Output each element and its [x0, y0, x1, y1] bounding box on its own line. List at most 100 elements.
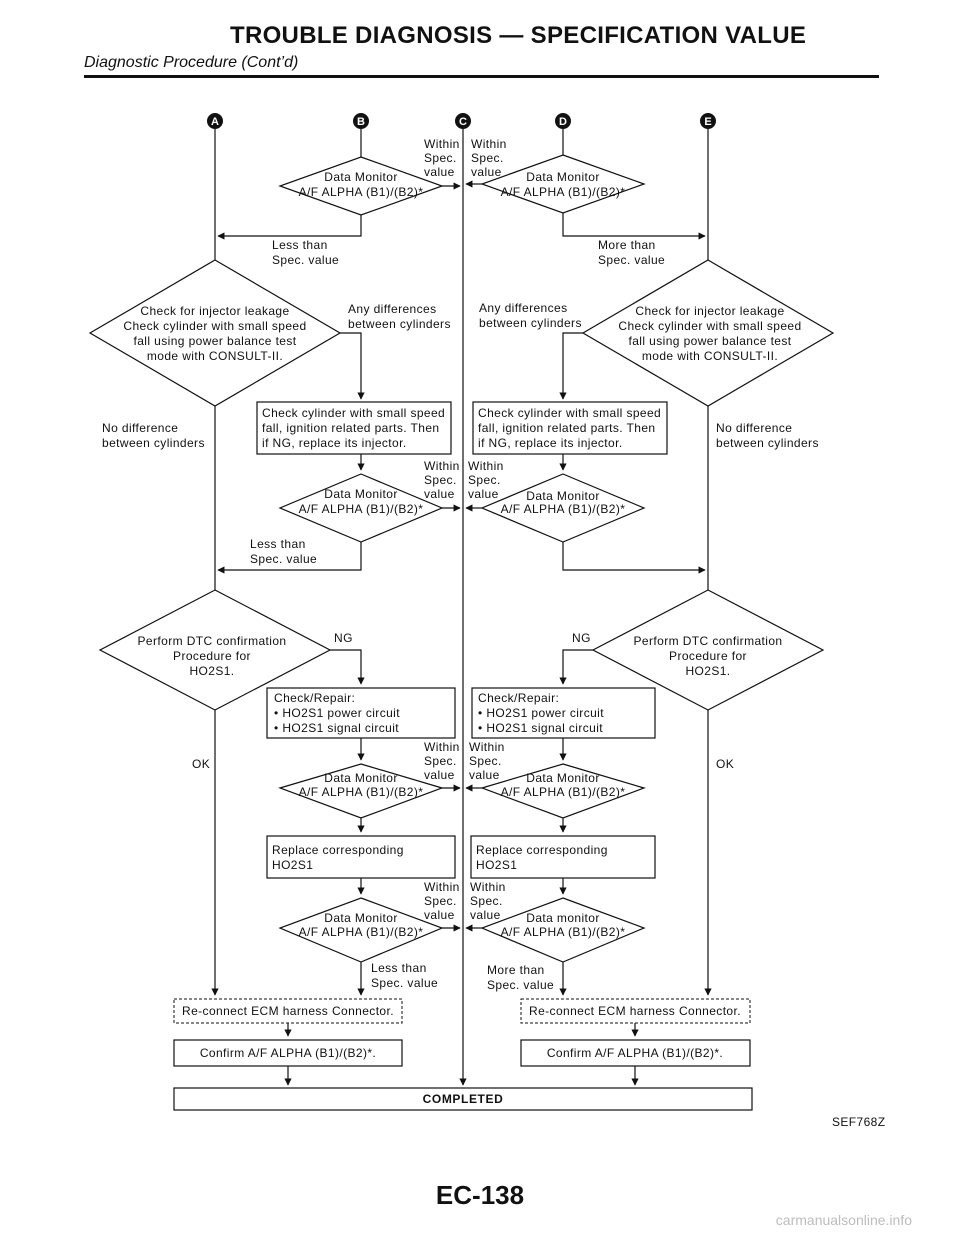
flow-label: A/F ALPHA (B1)/(B2)* — [299, 185, 424, 199]
flow-label: between cylinders — [479, 316, 582, 330]
flow-label: Data Monitor — [324, 771, 398, 785]
flow-label: No difference — [102, 421, 178, 435]
flow-label: C — [459, 116, 467, 128]
flow-label: if NG, replace its injector. — [478, 436, 623, 450]
flow-label: between cylinders — [716, 436, 819, 450]
flow-label: HO2S1. — [189, 664, 234, 678]
flow-label: fall using power balance test — [628, 334, 791, 348]
flow-label: Spec. — [424, 473, 457, 487]
flow-label: value — [469, 768, 500, 782]
confirm-af-alpha-box-left — [173, 1039, 403, 1067]
flow-label: fall using power balance test — [133, 334, 296, 348]
flow-label: E — [704, 116, 711, 128]
flow-label: Spec. — [470, 894, 503, 908]
connector-a: A — [207, 113, 223, 129]
flow-label: Data Monitor — [324, 487, 398, 501]
replace-ho2s1-box-right — [470, 835, 656, 879]
flow-label: Re-connect ECM harness Connector. — [529, 1004, 741, 1018]
flow-label: Spec. value — [371, 976, 438, 990]
flow-label: Data Monitor — [324, 170, 398, 184]
flow-label: Check cylinder with small speed — [123, 319, 306, 333]
flow-label: • HO2S1 signal circuit — [478, 721, 603, 735]
flow-label: Spec. value — [487, 978, 554, 992]
flow-label: between cylinders — [348, 317, 451, 331]
flow-arrow — [340, 332, 365, 400]
flow-arrow — [330, 649, 365, 685]
flow-label: Confirm A/F ALPHA (B1)/(B2)*. — [547, 1046, 723, 1060]
flow-label: Procedure for — [669, 649, 747, 663]
flow-label: D — [559, 116, 567, 128]
flow-label: Within — [469, 740, 505, 754]
flow-label: Check cylinder with small speed — [262, 406, 445, 420]
flow-label: fall, ignition related parts. Then — [262, 421, 439, 435]
flow-label: Less than — [272, 238, 328, 252]
flow-label: Any differences — [479, 301, 568, 315]
flow-label: Within — [424, 880, 460, 894]
flow-arrow — [217, 215, 362, 240]
connector-e: E — [700, 113, 716, 129]
flow-label: Any differences — [348, 302, 437, 316]
flow-label: No difference — [716, 421, 792, 435]
flow-label: A/F ALPHA (B1)/(B2)* — [501, 185, 626, 199]
flow-label: More than — [487, 963, 545, 977]
flow-label: Within — [424, 459, 460, 473]
flow-label: A/F ALPHA (B1)/(B2)* — [501, 502, 626, 516]
flow-label: Data Monitor — [526, 489, 600, 503]
flow-label: value — [424, 487, 455, 501]
reconnect-ecm-box-right — [520, 998, 751, 1024]
flow-label: Perform DTC confirmation — [138, 634, 287, 648]
flow-label: if NG, replace its injector. — [262, 436, 407, 450]
flow-label: Check/Repair: — [274, 691, 355, 705]
page-number: EC-138 — [435, 1180, 525, 1210]
header-rule — [84, 75, 879, 78]
connector-c: C — [455, 113, 471, 129]
flow-label: Spec. — [468, 473, 501, 487]
check-repair-box-left — [266, 687, 456, 739]
flow-label: Check cylinder with small speed — [618, 319, 801, 333]
flow-label: Replace corresponding — [476, 843, 608, 857]
flow-label: Spec. — [424, 151, 457, 165]
flow-label: Perform DTC confirmation — [634, 634, 783, 648]
data-monitor-decision-1r — [480, 154, 646, 214]
figure-id: SEF768Z — [832, 1115, 886, 1129]
flow-label: A/F ALPHA (B1)/(B2)* — [501, 785, 626, 799]
flow-label: • HO2S1 power circuit — [274, 706, 400, 720]
flow-label: Within — [424, 137, 460, 151]
flow-label: value — [424, 165, 455, 179]
flow-label: Replace corresponding — [272, 843, 404, 857]
flow-label: Spec. — [424, 754, 457, 768]
flow-label: Within — [424, 740, 460, 754]
page-subtitle: Diagnostic Procedure (Cont’d) — [84, 54, 299, 71]
flow-label: Procedure for — [173, 649, 251, 663]
flow-label: Within — [471, 137, 507, 151]
connector-b: B — [353, 113, 369, 129]
dtc-confirmation-decision-left — [98, 589, 332, 711]
flow-arrow — [217, 542, 362, 574]
flow-label: A/F ALPHA (B1)/(B2)* — [501, 925, 626, 939]
flow-label: Within — [470, 880, 506, 894]
flow-label: Spec. value — [250, 552, 317, 566]
flow-label: More than — [598, 238, 656, 252]
flow-label: Spec. value — [272, 253, 339, 267]
page-title: TROUBLE DIAGNOSIS — SPECIFICATION VALUE — [230, 22, 807, 49]
flow-label: Less than — [250, 537, 306, 551]
flow-label: Spec. — [424, 894, 457, 908]
flow-label: fall, ignition related parts. Then — [478, 421, 655, 435]
flow-label: A/F ALPHA (B1)/(B2)* — [299, 785, 424, 799]
flow-label: value — [468, 487, 499, 501]
injector-check-decision-left — [88, 259, 342, 407]
flow-label: Spec. — [471, 151, 504, 165]
flow-label: HO2S1 — [476, 858, 517, 872]
flow-label: value — [471, 165, 502, 179]
flow-label: mode with CONSULT-II. — [642, 349, 778, 363]
flow-label: between cylinders — [102, 436, 205, 450]
flow-label: Data Monitor — [526, 170, 600, 184]
flow-label: mode with CONSULT-II. — [147, 349, 283, 363]
flow-label: B — [357, 116, 365, 128]
injector-check-decision-right — [581, 259, 835, 407]
flow-label: Check cylinder with small speed — [478, 406, 661, 420]
connector-d: D — [555, 113, 571, 129]
flow-arrow — [559, 649, 593, 685]
flow-label: value — [424, 768, 455, 782]
